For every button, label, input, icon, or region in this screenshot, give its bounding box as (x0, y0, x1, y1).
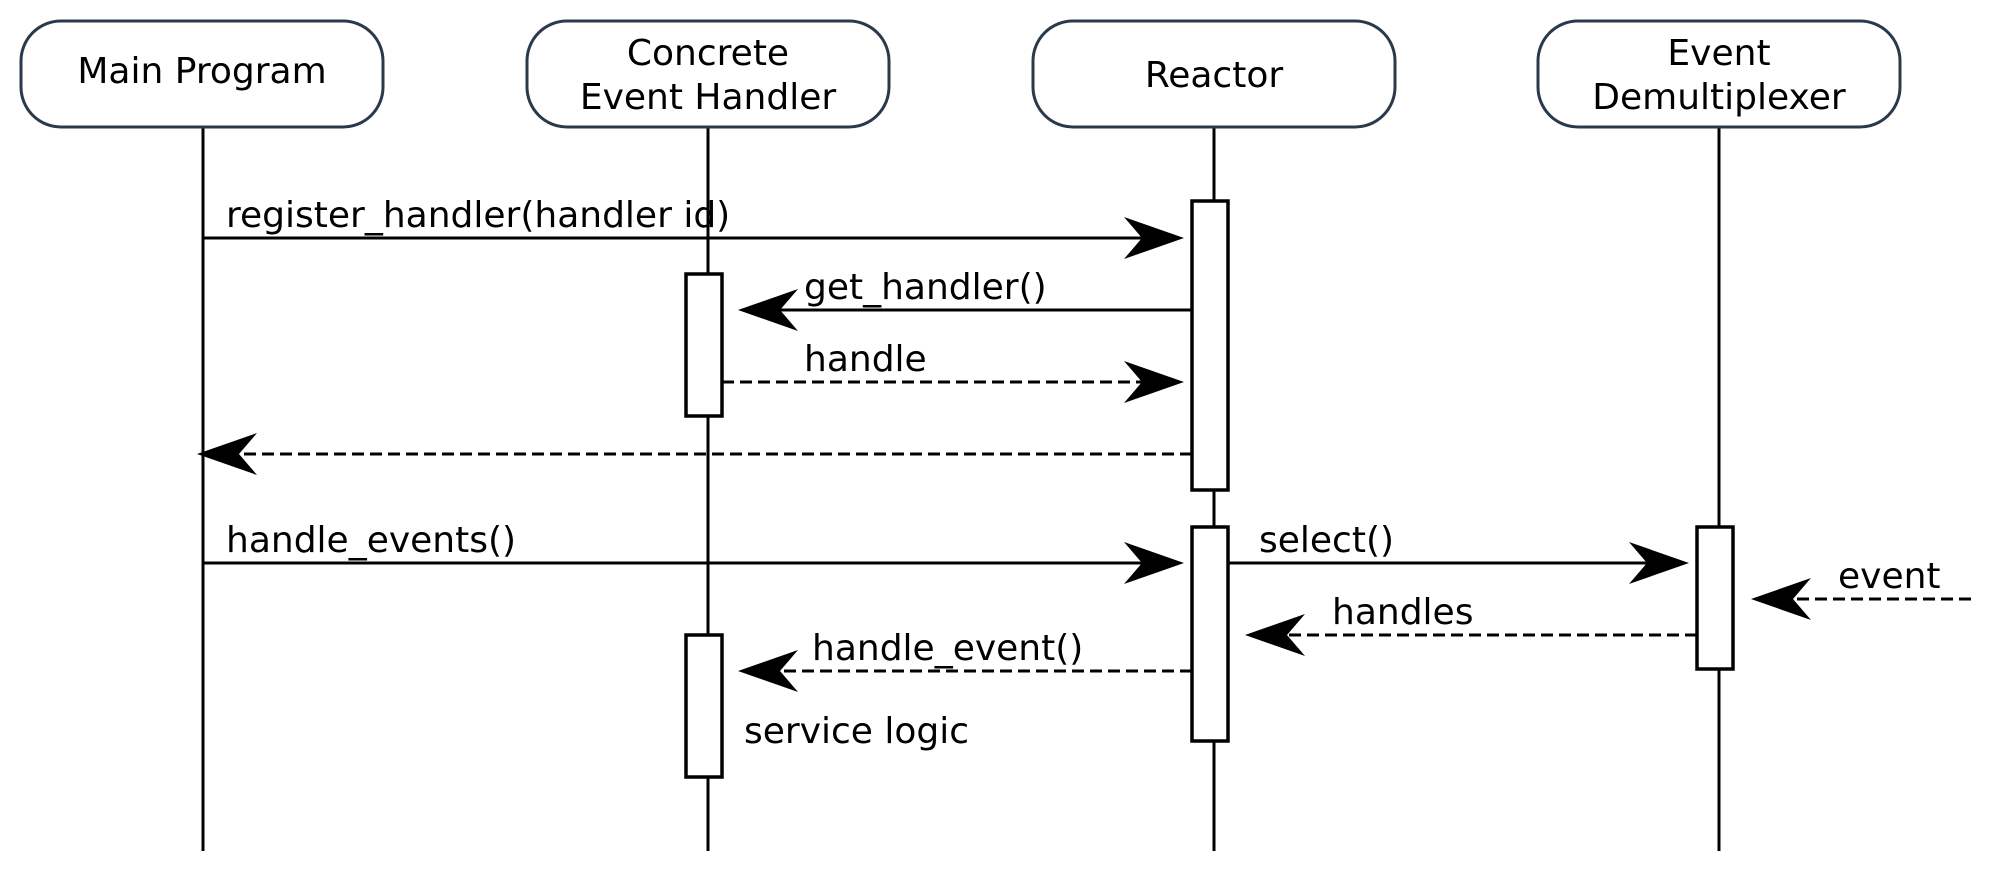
participant-event-demultiplexer-label-line2: Demultiplexer (1592, 77, 1846, 118)
participant-concrete-event-handler-label-line1: Concrete (627, 33, 789, 74)
message-select: select() (1228, 520, 1689, 584)
activation-handler-1 (684, 272, 724, 418)
message-get-handler-label: get_handler() (804, 267, 1047, 308)
message-handle-event-label: handle_event() (812, 628, 1083, 669)
participant-event-demultiplexer: Event Demultiplexer (1536, 19, 1902, 129)
message-event-label: event (1838, 556, 1941, 597)
message-register-handler: register_handler(handler id) (203, 195, 1184, 259)
message-handles-label: handles (1332, 592, 1473, 633)
message-event: event (1751, 556, 1971, 620)
activation-handler-2 (684, 633, 724, 779)
message-return-main (197, 433, 1192, 475)
message-handle-event: handle_event() (738, 628, 1192, 692)
message-handle: handle (722, 339, 1184, 403)
message-handle-label: handle (804, 339, 927, 380)
participant-reactor: Reactor (1031, 19, 1397, 129)
message-handle-events-label: handle_events() (226, 520, 516, 561)
message-handle-events: handle_events() (203, 520, 1184, 584)
message-handles: handles (1245, 592, 1697, 656)
participant-concrete-event-handler: Concrete Event Handler (525, 19, 891, 129)
activation-reactor-1 (1190, 199, 1230, 492)
participant-main-program: Main Program (19, 19, 385, 129)
participant-reactor-label: Reactor (1145, 55, 1284, 96)
participant-concrete-event-handler-label-line2: Event Handler (580, 77, 837, 118)
activation-reactor-2 (1190, 525, 1230, 743)
participant-event-demultiplexer-label-line1: Event (1667, 33, 1770, 74)
participant-main-program-label: Main Program (77, 51, 326, 92)
message-select-label: select() (1259, 520, 1394, 561)
message-register-handler-label: register_handler(handler id) (226, 195, 730, 236)
activation-demux (1695, 525, 1735, 671)
message-get-handler: get_handler() (738, 267, 1192, 331)
note-service-logic: service logic (744, 711, 969, 752)
